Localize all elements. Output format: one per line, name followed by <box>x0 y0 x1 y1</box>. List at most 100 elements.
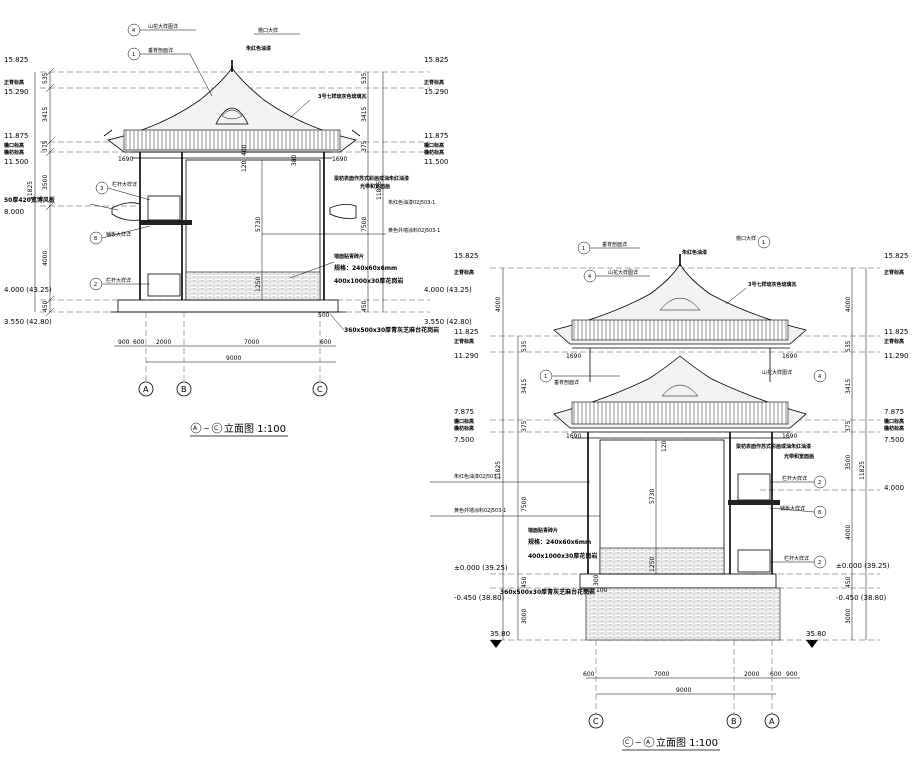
dim2-3000: 3000 <box>521 609 528 624</box>
callout-r-num-6: 4 <box>818 374 821 380</box>
title-right-text: 立面图 1:100 <box>656 736 718 749</box>
callout-l-num-7: 2 <box>94 282 97 288</box>
dim-r-375: 375 <box>361 140 368 152</box>
dim-4000: 4000 <box>42 251 49 266</box>
dim2-5730: 5730 <box>649 489 656 504</box>
level3-label-beam: 檐枋标高 <box>884 425 904 432</box>
level-15290: 15.290 <box>4 88 29 96</box>
roof-left <box>103 60 361 153</box>
dim-1690-b: 1690 <box>332 156 347 163</box>
dim-600: 600 <box>133 339 145 346</box>
dim-380: 380 <box>291 154 298 166</box>
dim-chain-right-elev-right: 4000 535 3415 375 3500 4000 450 3000 118… <box>845 268 867 640</box>
callout-r-num-8: 8 <box>818 510 821 516</box>
title-left-a: A <box>193 425 198 432</box>
axis2-b-label: B <box>731 717 737 726</box>
callout-l-7: 栏杆大样详 <box>106 277 131 284</box>
callout-r-5: 垂脊剖面详 <box>554 379 579 386</box>
callout-l-4: 3号七样琉灰色琉璃瓦 <box>318 93 366 100</box>
dim3-4000: 4000 <box>845 525 852 540</box>
level2-label-beam: 檐枋标高 <box>454 425 474 432</box>
levels-left-side: 15.825 正脊标高 15.290 11.875 檐口标高 檐枋标高 11.5… <box>4 56 52 326</box>
dim2-1690-a: 1690 <box>566 353 581 360</box>
dim2-120: 120 <box>661 440 668 452</box>
dim2-1690-d: 1690 <box>782 433 797 440</box>
level2-label-ridge: 正脊标高 <box>454 269 474 276</box>
level3-3580: 35.80 <box>806 630 826 638</box>
dim2-1690-c: 1690 <box>566 433 581 440</box>
callout-r-7: 栏杆大样详 <box>782 475 807 482</box>
callout-l-13: 墙面贴青砖片 <box>334 253 364 260</box>
callout-r-4: 3号七样琉灰色琉璃瓦 <box>748 281 796 288</box>
level2-3580: 35.80 <box>490 630 510 638</box>
title-left-c: C <box>214 425 218 432</box>
level3-label-eave: 檐口标高 <box>884 418 904 425</box>
callout-l-num-0: 4 <box>132 28 135 34</box>
callout-r-num-0: 1 <box>582 246 585 252</box>
callout-l-1: 垂脊剖面详 <box>148 47 173 54</box>
callout-l-num-1: 1 <box>132 52 135 58</box>
dim-400: 400 <box>241 144 248 156</box>
dim-r-3415: 3415 <box>361 107 368 122</box>
dim3-3000: 3000 <box>845 609 852 624</box>
level2-0450: -0.450 (38.80) <box>454 594 505 602</box>
callout-r-1: 山花大样图详 <box>608 269 638 276</box>
level2-0000: ±0.000 (39.25) <box>454 564 508 572</box>
level3-11290: 11.290 <box>884 352 909 360</box>
callout-l-num-5: 3 <box>100 186 103 192</box>
level2-label-eave: 檐口标高 <box>454 418 474 425</box>
dim-chain-left: 535 3415 375 3500 4000 450 11825 <box>27 67 55 317</box>
level2-7500: 7.500 <box>454 436 474 444</box>
callout-r-num-3: 1 <box>762 240 765 246</box>
levels-right-elev-left: 15.825 正脊标高 11.825 正脊标高 11.290 7.875 檐口标… <box>454 252 510 648</box>
callout-r-num-9: 2 <box>818 560 821 566</box>
roof-upper-right <box>553 254 807 382</box>
level3-0000: ±0.000 (39.25) <box>836 562 890 570</box>
level-r-label-ridge: 正脊标高 <box>424 79 444 86</box>
level-15825: 15.825 <box>4 56 29 64</box>
callouts-left: 4 山花大样图详 1 垂脊剖面详 檐口大样 朱红色油漆 3号七样琉灰色琉璃瓦 3… <box>4 23 440 334</box>
dim2-2000: 2000 <box>744 671 759 678</box>
horizontal-dims-left: 900 600 2000 7000 600 9000 <box>114 339 336 363</box>
level-r-3550: 3.550 (42.80) <box>424 318 472 326</box>
title-right-a: A <box>646 739 651 746</box>
level2-7875: 7.875 <box>454 408 474 416</box>
level3-label-ridge: 正脊标高 <box>884 269 904 276</box>
axis2-a-marker <box>764 713 780 729</box>
level3-7875: 7.875 <box>884 408 904 416</box>
dim-r-7500: 7500 <box>361 217 368 232</box>
dim-900: 900 <box>118 339 130 346</box>
dim2-3415: 3415 <box>521 379 528 394</box>
callout-l-8: 50厚420宽博风板 <box>4 196 56 204</box>
dim-11825: 11825 <box>27 181 34 200</box>
dim-chain-right: 535 3415 375 7500 450 11825 <box>361 72 384 312</box>
title-right: C ~ A 立面图 1:100 <box>622 736 720 751</box>
axis2-c-label: C <box>593 717 599 726</box>
axis-c-marker <box>312 381 328 397</box>
dim2-4000-top: 4000 <box>495 297 502 312</box>
level3-11825: 11.825 <box>884 328 909 336</box>
dim2-600: 600 <box>583 671 595 678</box>
level-r-4000: 4.000 (43.25) <box>424 286 472 294</box>
level3-0450: -0.450 (38.80) <box>836 594 887 602</box>
level2-15825: 15.825 <box>454 252 479 260</box>
callout-l-10: 黄色外墙涂料02J503-1 <box>388 227 440 234</box>
dim2-600-b: 600 <box>770 671 782 678</box>
callout-r-11: 黄色外墙涂料02J503-1 <box>454 507 506 514</box>
dim-375: 375 <box>42 140 49 152</box>
callout-l-num-6: 8 <box>94 236 97 242</box>
dim2-900: 900 <box>786 671 798 678</box>
axis2-b-marker <box>726 713 742 729</box>
dim-1250: 1250 <box>255 277 262 292</box>
callout-r-8: 铺板大样详 <box>780 505 805 512</box>
dim-r-11825: 11825 <box>376 181 383 200</box>
axis-a-marker <box>138 381 154 397</box>
dim-r-535: 535 <box>361 72 368 84</box>
callout-r-17: 360x500x30厚青灰芝麻台花岗岩 <box>500 588 595 596</box>
callout-l-15: 400x1000x30厚花岗岩 <box>334 277 403 285</box>
callout-l-5: 栏杆大样详 <box>112 181 137 188</box>
dim2-1690-b: 1690 <box>782 353 797 360</box>
dim2-600-small: 600 <box>583 587 595 594</box>
title-left: A ~ C 立面图 1:100 <box>190 422 288 437</box>
axis-markers-right: C B A <box>588 640 780 729</box>
